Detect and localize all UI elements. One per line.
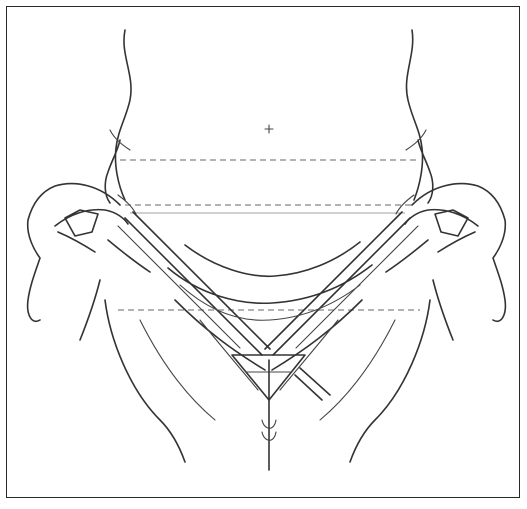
tissue-layers xyxy=(168,242,372,390)
midline-marker xyxy=(265,125,273,133)
neck-left-contour xyxy=(115,30,131,200)
neck-right-contour xyxy=(406,30,422,200)
neck-outline xyxy=(115,30,422,200)
shoulder-contours xyxy=(105,300,430,462)
left-hand xyxy=(28,130,136,340)
right-retractor xyxy=(265,212,428,355)
right-hand xyxy=(396,130,505,340)
incision-guides xyxy=(118,160,420,310)
central-incision xyxy=(232,355,330,470)
